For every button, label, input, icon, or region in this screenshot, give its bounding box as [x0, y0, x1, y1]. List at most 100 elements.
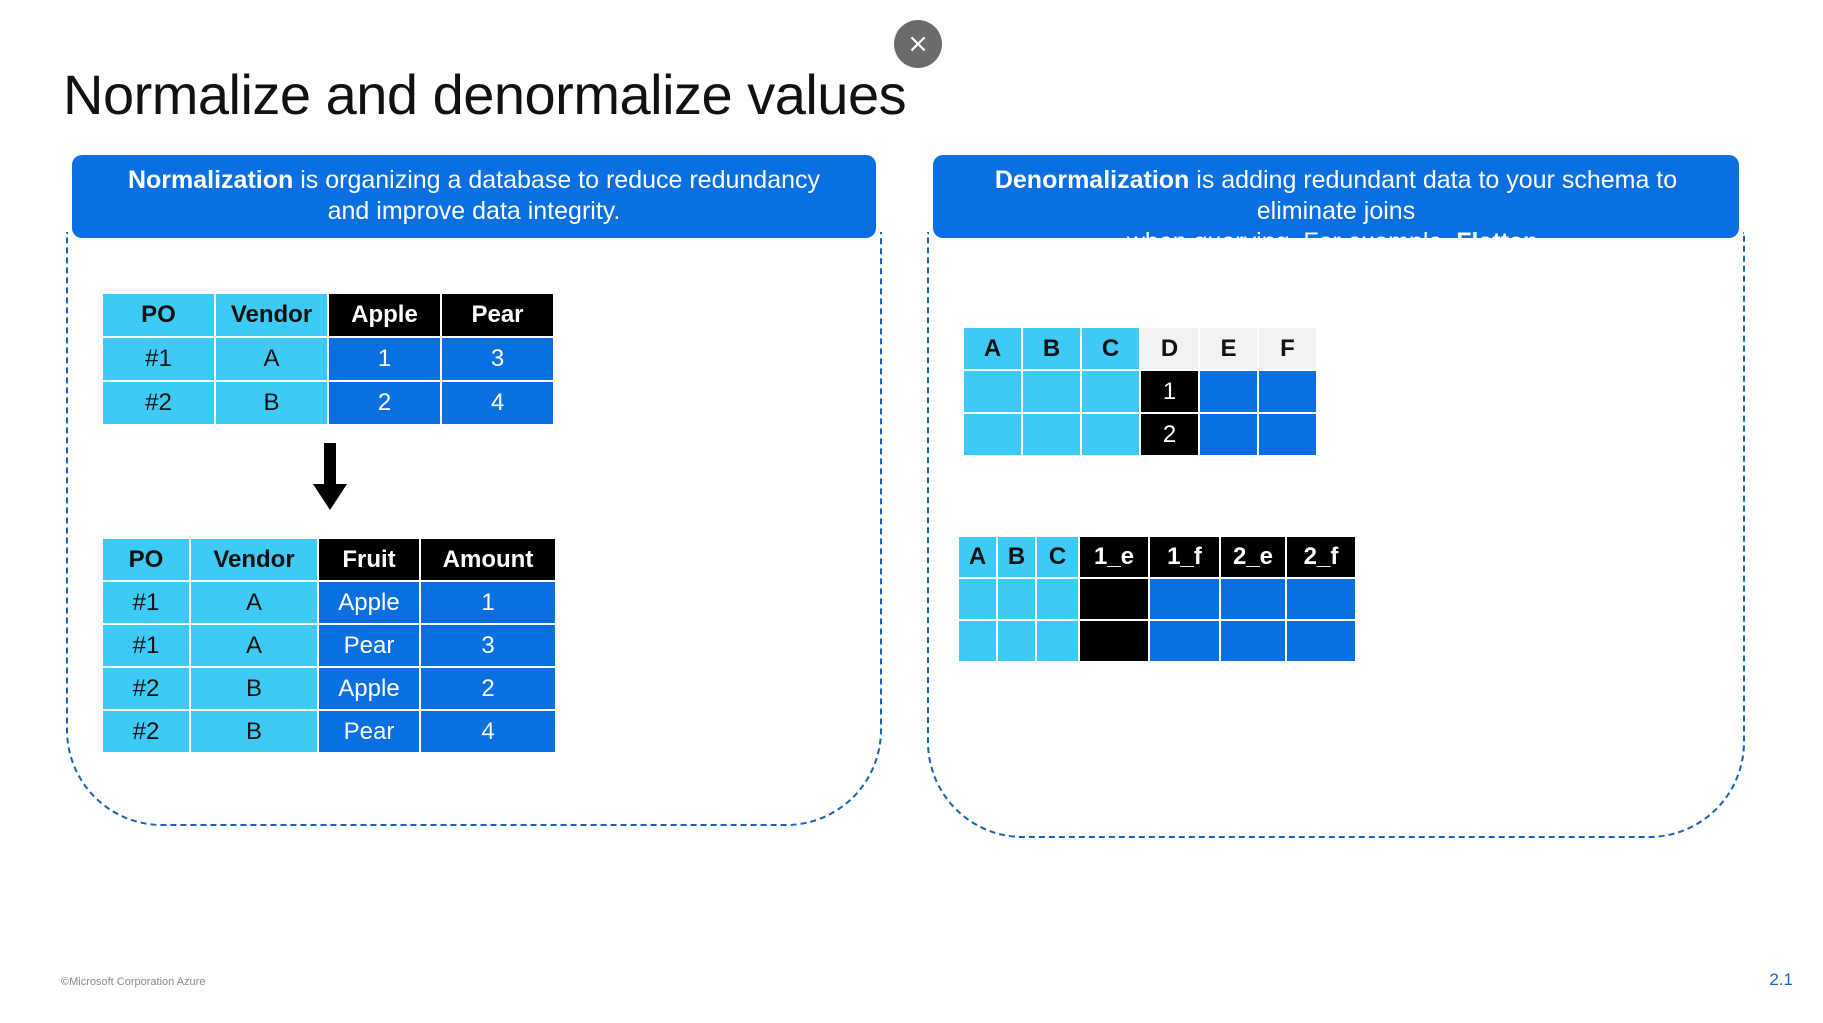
- header-cell: F: [1259, 328, 1316, 369]
- table-cell: 2: [1141, 414, 1198, 455]
- denormalization-banner: Denormalization is adding redundant data…: [933, 155, 1739, 256]
- close-icon: ×: [907, 29, 929, 59]
- header-cell: Vendor: [191, 539, 317, 580]
- table-cell: [1221, 579, 1285, 619]
- table-cell: [1037, 621, 1078, 661]
- denormalization-text-end: .: [1538, 228, 1546, 256]
- normalization-text-2: and improve data integrity.: [327, 197, 621, 225]
- table-cell: A: [191, 625, 317, 666]
- table-cell: [1200, 371, 1257, 412]
- table-cell: [1023, 414, 1080, 455]
- table-cell: [1287, 579, 1355, 619]
- header-cell: D: [1141, 328, 1198, 369]
- table-cell: [1150, 621, 1219, 661]
- table-cell: 4: [421, 711, 555, 752]
- table-row: 2: [964, 414, 1316, 455]
- table-cell: Apple: [319, 668, 419, 709]
- denormalization-panel: [927, 232, 1745, 838]
- header-cell: PO: [103, 539, 189, 580]
- normalization-banner: Normalization is organizing a database t…: [72, 155, 876, 238]
- header-cell: B: [1023, 328, 1080, 369]
- table-cell: [959, 579, 996, 619]
- table-cell: [959, 621, 996, 661]
- header-cell: Apple: [329, 294, 440, 336]
- denormalization-text-1: is adding redundant data to your schema …: [1189, 166, 1678, 225]
- table-cell: A: [191, 582, 317, 623]
- close-button[interactable]: ×: [894, 20, 942, 68]
- normalization-term: Normalization: [127, 166, 294, 194]
- header-cell: PO: [103, 294, 214, 336]
- flattened-table: A B C 1_e 1_f 2_e 2_f: [957, 535, 1357, 663]
- table-cell: B: [191, 711, 317, 752]
- denormalization-term: Denormalization: [994, 166, 1190, 194]
- table-header-row: PO Vendor Fruit Amount: [103, 539, 555, 580]
- table-header-row: A B C D E F: [964, 328, 1316, 369]
- table-cell: 2: [421, 668, 555, 709]
- nested-table: A B C D E F 1 2: [962, 326, 1318, 457]
- copyright-footer: ©Microsoft Corporation Azure: [61, 976, 206, 988]
- header-cell: A: [964, 328, 1021, 369]
- table-cell: [1080, 579, 1148, 619]
- table-row: [959, 579, 1355, 619]
- table-cell: A: [216, 338, 327, 380]
- table-row: #2 B Apple 2: [103, 668, 555, 709]
- header-cell: Vendor: [216, 294, 327, 336]
- header-cell: C: [1082, 328, 1139, 369]
- table-cell: #1: [103, 582, 189, 623]
- table-cell: #2: [103, 711, 189, 752]
- table-cell: [1023, 371, 1080, 412]
- table-cell: #2: [103, 668, 189, 709]
- table-cell: 1: [329, 338, 440, 380]
- table-cell: [1082, 371, 1139, 412]
- table-cell: [998, 621, 1035, 661]
- flatten-term: Flatten: [1456, 228, 1539, 256]
- header-cell: 1_e: [1080, 537, 1148, 577]
- header-cell: Fruit: [319, 539, 419, 580]
- table-cell: [964, 371, 1021, 412]
- table-cell: [1080, 621, 1148, 661]
- table-cell: 1: [1141, 371, 1198, 412]
- table-cell: [1082, 414, 1139, 455]
- table-cell: [1150, 579, 1219, 619]
- table-row: [959, 621, 1355, 661]
- table-cell: [1287, 621, 1355, 661]
- table-cell: Pear: [319, 711, 419, 752]
- table-row: #2 B 2 4: [103, 382, 553, 424]
- table-cell: [998, 579, 1035, 619]
- header-cell: 2_e: [1221, 537, 1285, 577]
- table-cell: 1: [421, 582, 555, 623]
- header-cell: C: [1037, 537, 1078, 577]
- table-row: #1 A 1 3: [103, 338, 553, 380]
- table-cell: B: [216, 382, 327, 424]
- header-cell: 2_f: [1287, 537, 1355, 577]
- table-cell: B: [191, 668, 317, 709]
- denormalization-text-2: when querying. For example,: [1126, 228, 1457, 256]
- normalization-panel: [66, 232, 882, 826]
- table-row: 1: [964, 371, 1316, 412]
- header-cell: 1_f: [1150, 537, 1219, 577]
- table-cell: [1200, 414, 1257, 455]
- table-row: #2 B Pear 4: [103, 711, 555, 752]
- header-cell: E: [1200, 328, 1257, 369]
- table-cell: [1259, 414, 1316, 455]
- table-cell: Apple: [319, 582, 419, 623]
- normalized-table: PO Vendor Fruit Amount #1 A Apple 1 #1 A…: [101, 537, 557, 754]
- down-arrow-head-icon: [313, 484, 347, 510]
- table-cell: 3: [421, 625, 555, 666]
- header-cell: B: [998, 537, 1035, 577]
- table-row: #1 A Pear 3: [103, 625, 555, 666]
- header-cell: Pear: [442, 294, 553, 336]
- table-cell: #1: [103, 625, 189, 666]
- table-cell: [1221, 621, 1285, 661]
- table-cell: [1037, 579, 1078, 619]
- normalization-text-1: is organizing a database to reduce redun…: [293, 166, 821, 194]
- table-cell: #1: [103, 338, 214, 380]
- table-cell: 2: [329, 382, 440, 424]
- table-header-row: A B C 1_e 1_f 2_e 2_f: [959, 537, 1355, 577]
- table-cell: 3: [442, 338, 553, 380]
- page-title: Normalize and denormalize values: [63, 63, 907, 126]
- header-cell: Amount: [421, 539, 555, 580]
- table-cell: 4: [442, 382, 553, 424]
- header-cell: A: [959, 537, 996, 577]
- table-cell: [1259, 371, 1316, 412]
